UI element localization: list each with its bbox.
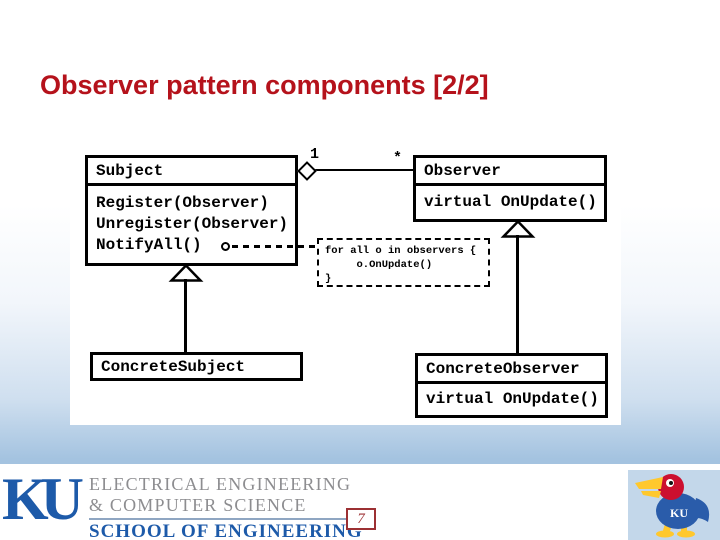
footer-band: KU ELECTRICAL ENGINEERING & COMPUTER SCI… [0, 464, 720, 540]
uml-note-line: for all o in observers { [325, 245, 477, 257]
uml-class-subject: Subject Register(Observer) Unregister(Ob… [85, 155, 298, 266]
uml-note-box: for all o in observers { o.OnUpdate() } [317, 238, 490, 287]
uml-method: virtual OnUpdate() [426, 390, 599, 408]
uml-class-concrete-observer-name: ConcreteObserver [418, 356, 605, 384]
page-number-box: 7 [346, 508, 376, 530]
uml-class-observer-name: Observer [416, 158, 604, 186]
uml-class-subject-name: Subject [88, 158, 295, 186]
uml-method: NotifyAll() [96, 236, 202, 254]
uml-class-concrete-subject: ConcreteSubject [90, 352, 303, 381]
uml-association-line [313, 169, 413, 171]
footer-school-line: SCHOOL OF ENGINEERING [89, 521, 363, 540]
uml-class-concrete-observer: ConcreteObserver virtual OnUpdate() [415, 353, 608, 418]
footer-dept-line1: ELECTRICAL ENGINEERING [89, 474, 352, 494]
uml-note-line: } [325, 273, 332, 285]
uml-multiplicity-one: 1 [310, 146, 320, 163]
jayhawk-logo-patch: KU [628, 470, 720, 540]
uml-note-dashed-link [232, 245, 318, 248]
uml-class-concrete-subject-name: ConcreteSubject [101, 358, 246, 376]
footer-department-block: ELECTRICAL ENGINEERING & COMPUTER SCIENC… [89, 474, 363, 540]
slide-title: Observer pattern components [2/2] [40, 70, 489, 100]
uml-inheritance-line-subject [184, 279, 187, 352]
uml-class-observer: Observer virtual OnUpdate() [413, 155, 607, 222]
uml-note-anchor-circle-icon [221, 242, 230, 251]
jayhawk-chest-text: KU [670, 506, 688, 520]
footer-dept-line2: & COMPUTER SCIENCE [89, 495, 307, 515]
ku-logo: KU [2, 466, 84, 532]
uml-method: Unregister(Observer) [96, 215, 289, 233]
uml-method: virtual OnUpdate() [424, 193, 597, 211]
uml-multiplicity-many: * [393, 150, 403, 167]
uml-note-line: o.OnUpdate() [325, 259, 433, 271]
footer-divider [89, 518, 363, 520]
jayhawk-icon: KU [635, 474, 710, 538]
uml-method: Register(Observer) [96, 194, 269, 212]
uml-inheritance-line-observer [516, 235, 519, 353]
